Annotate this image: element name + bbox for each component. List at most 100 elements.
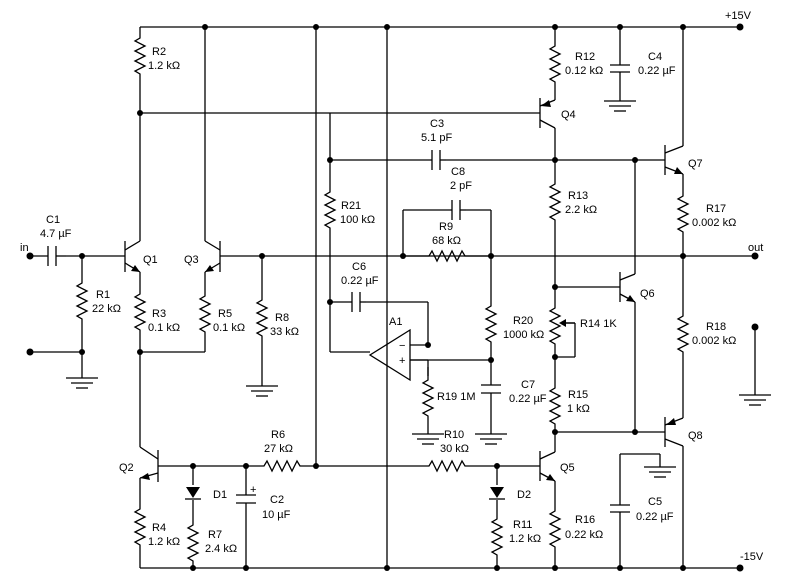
r20-symbol xyxy=(484,302,498,344)
a1-label: A1 xyxy=(389,316,402,328)
c3-value: 5.1 pF xyxy=(421,132,452,144)
d2-label: D2 xyxy=(517,489,531,501)
q6-label: Q6 xyxy=(640,288,655,300)
c2-value: 10 µF xyxy=(262,509,291,521)
junction-dots xyxy=(26,23,759,572)
r1-value: 22 kΩ xyxy=(92,303,121,315)
c8-symbol xyxy=(451,200,466,220)
r8-symbol xyxy=(255,296,269,342)
ground-icon xyxy=(739,394,771,406)
r8-value: 33 kΩ xyxy=(270,326,299,338)
d2-symbol xyxy=(489,487,505,500)
q2-label: Q2 xyxy=(119,462,134,474)
c1-value: 4.7 µF xyxy=(40,228,72,240)
r18-value: 0.002 kΩ xyxy=(692,335,736,347)
opamp-minus-label: − xyxy=(399,340,405,352)
r21-name: R21 xyxy=(341,200,361,212)
ground-icon xyxy=(604,100,636,112)
q8-label: Q8 xyxy=(688,430,703,442)
c6-symbol xyxy=(351,292,366,312)
c2-name: C2 xyxy=(270,494,284,506)
transistors xyxy=(124,98,684,482)
r11-value: 1.2 kΩ xyxy=(509,533,541,545)
q3-symbol xyxy=(204,240,221,273)
r17-value: 0.002 kΩ xyxy=(692,217,736,229)
r14-label: R14 1K xyxy=(580,318,617,330)
r5-name: R5 xyxy=(218,308,232,320)
ground-icon xyxy=(246,385,278,397)
resistors xyxy=(75,34,690,563)
r15-name: R15 xyxy=(568,389,588,401)
r12-value: 0.12 kΩ xyxy=(565,65,603,77)
r15-value: 1 kΩ xyxy=(567,403,590,415)
labels: +15V -15V in out R1 22 kΩ R2 1.2 kΩ R3 0… xyxy=(20,10,764,563)
c1-name: C1 xyxy=(46,214,60,226)
r9-value: 68 kΩ xyxy=(432,235,461,247)
q4-symbol xyxy=(539,98,556,129)
opamp-a1 xyxy=(368,328,429,382)
r13-value: 2.2 kΩ xyxy=(565,204,597,216)
r13-name: R13 xyxy=(568,190,588,202)
r15-symbol xyxy=(548,384,562,426)
r16-symbol xyxy=(548,507,562,549)
r4-symbol xyxy=(133,505,147,551)
c4-symbol xyxy=(610,64,630,73)
r3-name: R3 xyxy=(152,308,166,320)
q6-symbol xyxy=(619,272,636,303)
r10-value: 30 kΩ xyxy=(440,443,469,455)
r19-symbol xyxy=(421,376,435,418)
d1-symbol xyxy=(185,487,201,500)
output-label: out xyxy=(748,242,763,254)
r18-name: R18 xyxy=(706,321,726,333)
d1-label: D1 xyxy=(213,489,227,501)
r5-value: 0.1 kΩ xyxy=(213,322,245,334)
ground-icon xyxy=(475,433,507,445)
c5-value: 0.22 µF xyxy=(636,511,674,523)
r20-name: R20 xyxy=(513,315,533,327)
q5-symbol xyxy=(539,451,556,482)
r12-name: R12 xyxy=(575,51,595,63)
r16-value: 0.22 kΩ xyxy=(565,529,603,541)
diodes xyxy=(185,487,505,500)
r19-label: R19 1M xyxy=(437,391,476,403)
r17-name: R17 xyxy=(706,203,726,215)
r9-symbol xyxy=(425,249,467,263)
r10-symbol xyxy=(425,459,467,473)
q7-label: Q7 xyxy=(688,158,703,170)
q5-label: Q5 xyxy=(560,462,575,474)
r1-symbol xyxy=(75,279,89,325)
c4-name: C4 xyxy=(648,51,662,63)
q1-label: Q1 xyxy=(143,254,158,266)
c2-symbol xyxy=(236,494,256,504)
r9-name: R9 xyxy=(439,221,453,233)
r3-symbol xyxy=(133,290,147,332)
r8-name: R8 xyxy=(275,312,289,324)
r7-symbol xyxy=(186,521,200,563)
q2-symbol xyxy=(139,446,159,482)
rail-negative-label: -15V xyxy=(740,551,764,563)
c6-name: C6 xyxy=(352,261,366,273)
r17-symbol xyxy=(676,192,690,234)
r6-symbol xyxy=(260,459,302,473)
r6-value: 27 kΩ xyxy=(264,443,293,455)
ground-icon xyxy=(66,377,98,389)
input-label: in xyxy=(20,242,29,254)
r13-symbol xyxy=(548,180,562,226)
r14-symbol xyxy=(548,304,562,346)
r11-symbol xyxy=(490,515,504,557)
r5-symbol xyxy=(198,292,212,334)
c4-value: 0.22 µF xyxy=(638,65,676,77)
c3-symbol xyxy=(431,150,446,170)
r20-value: 1000 kΩ xyxy=(503,329,544,341)
q1-symbol xyxy=(124,240,141,273)
c7-value: 0.22 µF xyxy=(509,393,547,405)
r16-name: R16 xyxy=(575,514,595,526)
c7-symbol xyxy=(481,384,501,394)
r12-symbol xyxy=(548,42,562,86)
r1-name: R1 xyxy=(96,289,110,301)
c2-polarity: + xyxy=(250,484,256,496)
r11-name: R11 xyxy=(513,519,532,531)
r7-value: 2.4 kΩ xyxy=(205,543,237,555)
ground-symbols xyxy=(66,100,771,478)
c3-name: C3 xyxy=(430,118,444,130)
